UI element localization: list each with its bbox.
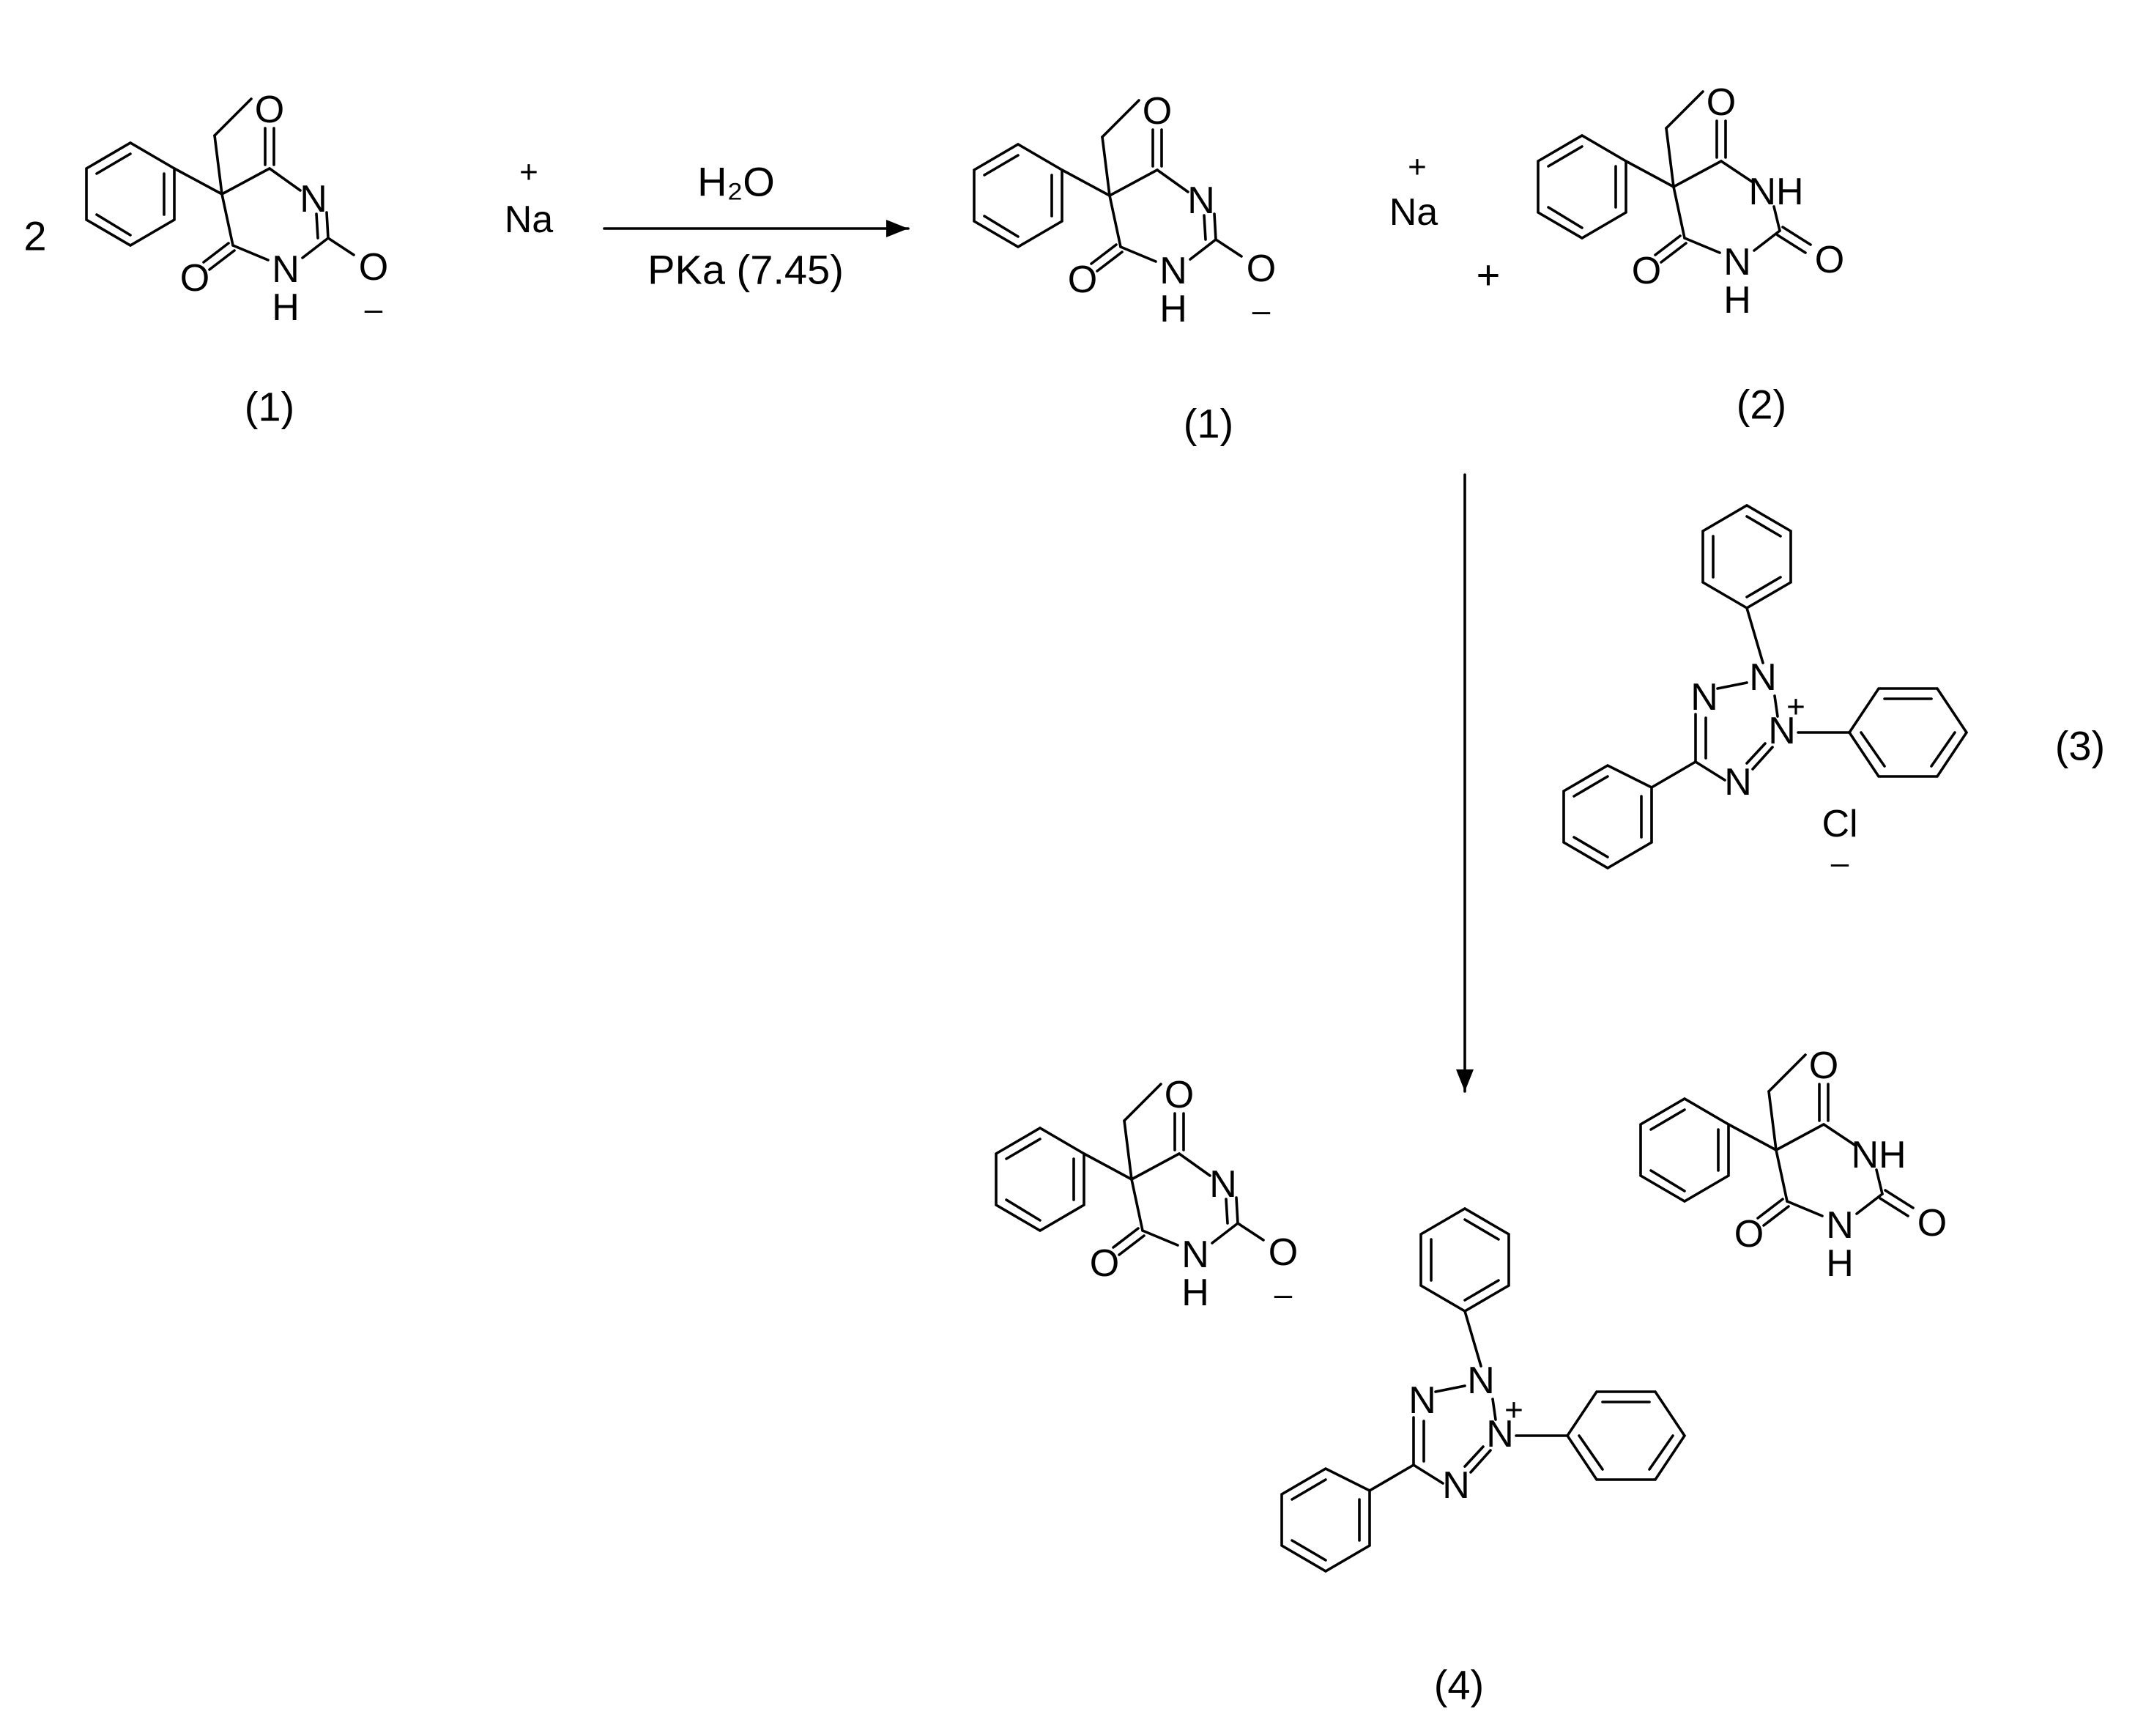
compound-label-1: (1): [245, 384, 294, 430]
stoichiometric-coefficient: 2: [23, 213, 46, 259]
compound-label-4: (4): [1434, 1662, 1484, 1708]
compound-label-2: (2): [1737, 382, 1786, 428]
compound-label-1-product: (1): [1184, 401, 1233, 447]
compound-3: [1562, 504, 1968, 869]
compound-1-product: [973, 89, 1278, 332]
sodium-atom: Na: [505, 199, 554, 241]
compound-2-product: [1639, 1043, 1949, 1286]
compound-4-anion: [995, 1072, 1300, 1316]
reagent-pka: PKa (7.45): [647, 247, 844, 293]
chloride-atom: Cl: [1822, 803, 1857, 845]
compound-label-3: (3): [2055, 723, 2105, 769]
negative-charge: –: [1831, 845, 1849, 881]
reagent-water: H₂O: [697, 159, 775, 205]
compound-4-cation: [1280, 1207, 1686, 1573]
positive-charge: +: [519, 155, 538, 190]
sodium-atom: Na: [1389, 191, 1438, 234]
compound-2: [1537, 80, 1846, 323]
compound-1-reactant: [85, 87, 390, 330]
positive-charge: +: [1408, 149, 1427, 185]
plus-sign: +: [1477, 252, 1501, 298]
arrow-head: [886, 220, 908, 237]
arrow-head: [1456, 1069, 1474, 1091]
